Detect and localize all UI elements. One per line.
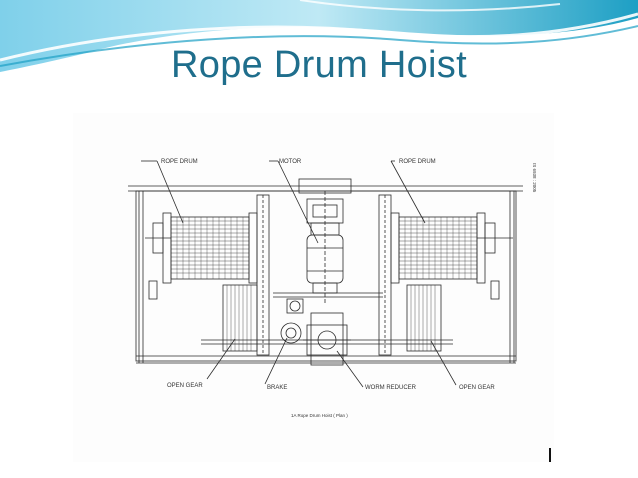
slide-title: Rope Drum Hoist: [171, 44, 467, 86]
label-motor: MOTOR: [279, 159, 302, 165]
leader-rope-drum-left: [156, 160, 184, 224]
right-rope-drum: [390, 212, 486, 284]
standard-reference: IS 6938 : 2005: [532, 163, 537, 193]
hoist-plan-drawing: ROPE DRUM MOTOR ROPE DRUM OPEN GEAR BRAK…: [73, 113, 554, 462]
drawing-background: [73, 113, 554, 462]
corner-mark: [549, 448, 551, 462]
header-wave-decoration: [0, 0, 638, 72]
leader-brake: [264, 337, 288, 385]
label-open-gear-right: OPEN GEAR: [459, 385, 495, 391]
brake: [280, 298, 304, 344]
label-rope-drum-right: ROPE DRUM: [399, 159, 436, 165]
right-open-gear: [406, 284, 442, 352]
left-rope-drum: [162, 212, 258, 284]
leader-rope-drum-right: [390, 160, 426, 224]
leader-open-gear-left: [206, 338, 236, 380]
label-brake: BRAKE: [267, 385, 287, 391]
leader-motor: [277, 160, 319, 244]
figure-caption: 1A Rope Drum Hoist ( Plan ): [291, 413, 348, 418]
label-open-gear-left: OPEN GEAR: [167, 383, 203, 389]
label-rope-drum-left: ROPE DRUM: [161, 159, 198, 165]
left-open-gear: [222, 284, 258, 352]
motor-top-bracket: [298, 178, 352, 194]
leader-worm-reducer: [336, 350, 364, 388]
label-worm-reducer: WORM REDUCER: [365, 385, 417, 391]
leader-open-gear-right: [430, 340, 457, 386]
